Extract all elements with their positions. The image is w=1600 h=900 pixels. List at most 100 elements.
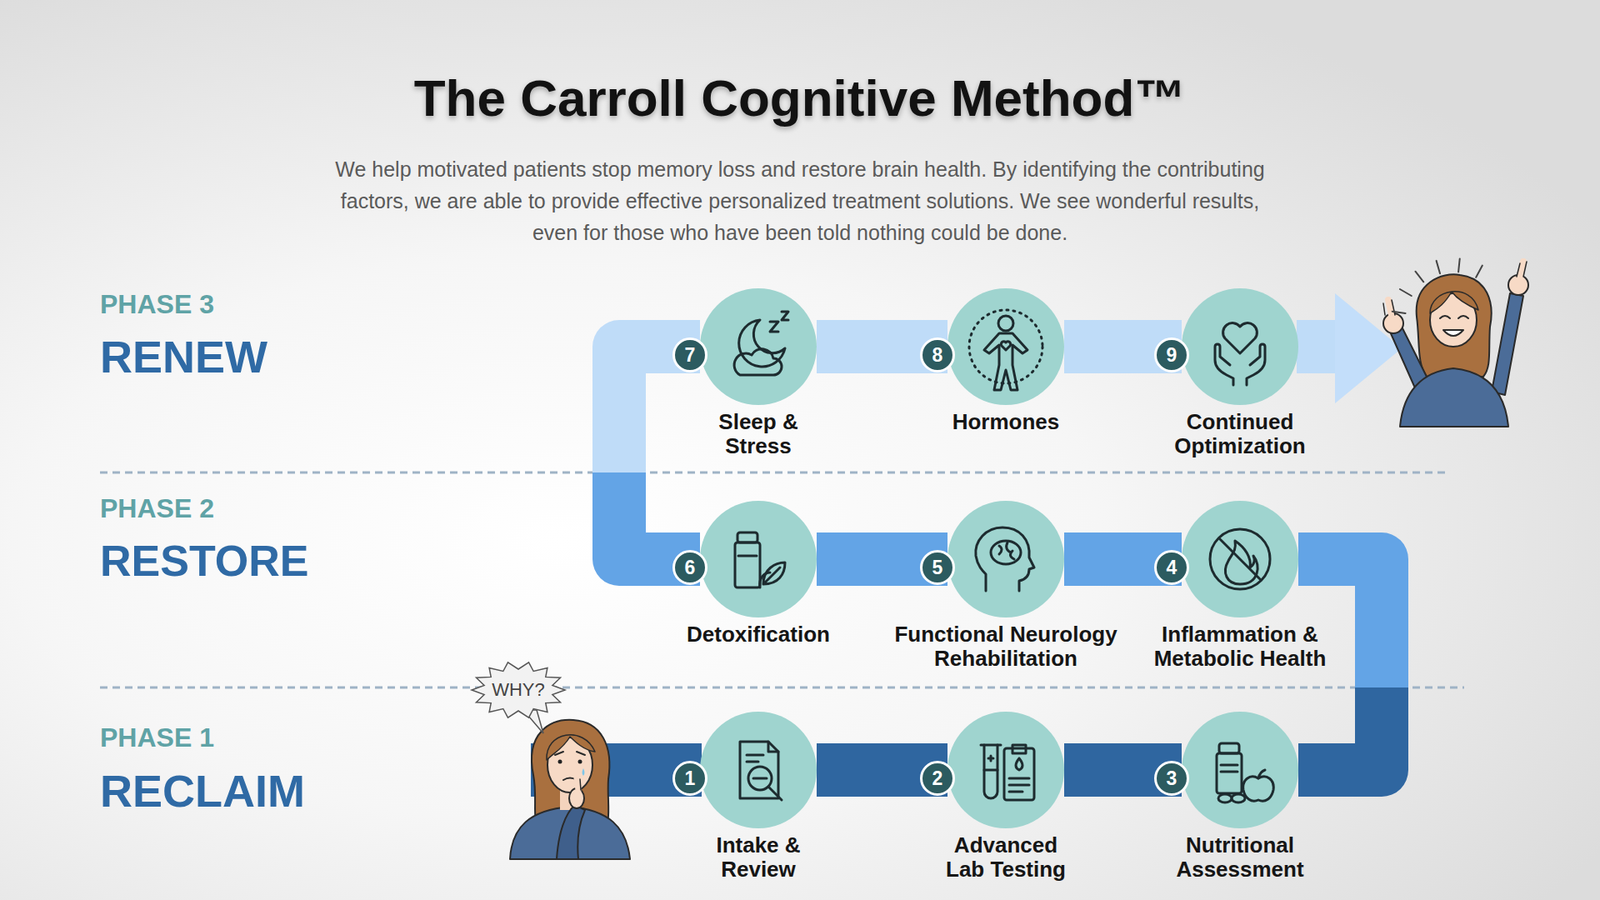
icon-line [1210,529,1270,590]
step-node: 5Functional Neurology Rehabilitation [947,500,1065,618]
icon-line [1258,770,1265,779]
icon-line [1216,753,1242,794]
step-circle [700,500,817,618]
step-icon [1210,529,1270,590]
speech-bubble [471,662,565,734]
confused-woman [582,768,585,776]
icon-line [1218,794,1232,803]
confused-woman [556,805,585,860]
step-circle [947,288,1065,405]
confused-woman [558,760,563,765]
step-label: Sleep & Stress [704,410,813,459]
phase-name: RECLAIM [100,768,305,814]
phase-number: PHASE 2 [100,495,215,522]
step-number: 5 [920,550,955,585]
phase-divider [100,471,1450,475]
icon-line [984,745,998,799]
step-number: 7 [672,337,708,373]
step-circle [947,500,1065,618]
step-circle [700,711,817,829]
step-label: Continued Optimization [1165,410,1315,459]
confused-woman [576,778,579,790]
step-label: Intake & Review [700,833,817,882]
icon-line [760,572,770,588]
step-circle [1181,711,1299,829]
step-number: 4 [1154,550,1190,585]
icon-line [990,540,1021,565]
step-label: Functional Neurology Rehabilitation [891,622,1121,671]
happy-person [1400,368,1509,427]
phase-number: PHASE 1 [100,724,215,751]
icon-line [738,555,757,558]
happy-person [1491,293,1524,395]
flow-band-arrow [1296,293,1402,404]
step-number: 2 [920,760,955,796]
icon-line [1004,748,1035,800]
confused-woman [555,751,585,755]
step-circle [1181,288,1299,405]
confused-woman [578,760,583,765]
icon-line [999,542,1015,560]
step-number: 1 [672,760,708,796]
icon-line [770,311,789,332]
icon-line [1015,758,1023,770]
icon-line [975,527,1035,591]
step-node: 6Detoxification [700,500,817,618]
icon-line [984,333,1028,390]
happy-person [1388,300,1392,315]
step-icon [740,741,782,800]
step-circle [947,711,1065,829]
happy-person [1520,261,1524,277]
joy-burst-lines [1400,289,1412,296]
step-node: 1Intake & Review [700,711,817,829]
step-node: 7Sleep & Stress [700,288,817,405]
happy-person [1443,330,1464,336]
step-circle [947,288,1065,405]
step-label: Inflammation & Metabolic Health [1150,622,1330,671]
happy-person [1383,300,1395,315]
step-node: 9Continued Optimization [1181,288,1299,405]
step-circle [700,288,817,405]
icon-line [1246,344,1265,385]
icon-line [1225,540,1258,585]
flow-band-arrow [1335,293,1402,404]
step-circle [700,288,817,405]
phase-name: RESTORE [100,539,309,583]
step-node: 4Inflammation & Metabolic Health [1181,500,1299,618]
icon-line [1219,743,1240,754]
step-circle [1181,711,1299,829]
happy-person [1516,261,1527,277]
icon-line [768,786,782,800]
icon-line [1243,776,1275,801]
confused-woman [510,720,630,860]
step-icon [734,311,789,375]
icon-line [746,755,764,762]
step-icon [735,532,785,588]
flow-band [619,346,700,560]
phase-name: RENEW [100,334,268,380]
step-circle [700,500,817,618]
step-node: 3Nutritional Assessment [1181,711,1299,829]
step-icon [980,745,1035,800]
step-label: Advanced Lab Testing [939,833,1073,882]
icon-line [1000,341,1010,350]
icon-line [998,315,1014,331]
icon-line [753,777,767,780]
step-number: 6 [672,550,708,585]
step-circle [1181,500,1299,618]
phase-number: PHASE 3 [100,290,215,318]
diagram-caption: We help motivated patients stop memory l… [316,153,1284,249]
flow-band-arrow [1296,320,1337,374]
icon-line [1215,344,1234,385]
step-icon [969,310,1043,390]
joy-burst-lines [1458,258,1460,272]
step-circle [947,711,1065,829]
icon-line [980,744,1001,747]
speech-bubble-text: WHY? [491,680,545,700]
step-circle [1181,500,1299,618]
icon-line [737,532,758,543]
icon-line [1220,765,1238,772]
step-icon [975,527,1035,591]
joy-burst-lines [1392,258,1483,314]
